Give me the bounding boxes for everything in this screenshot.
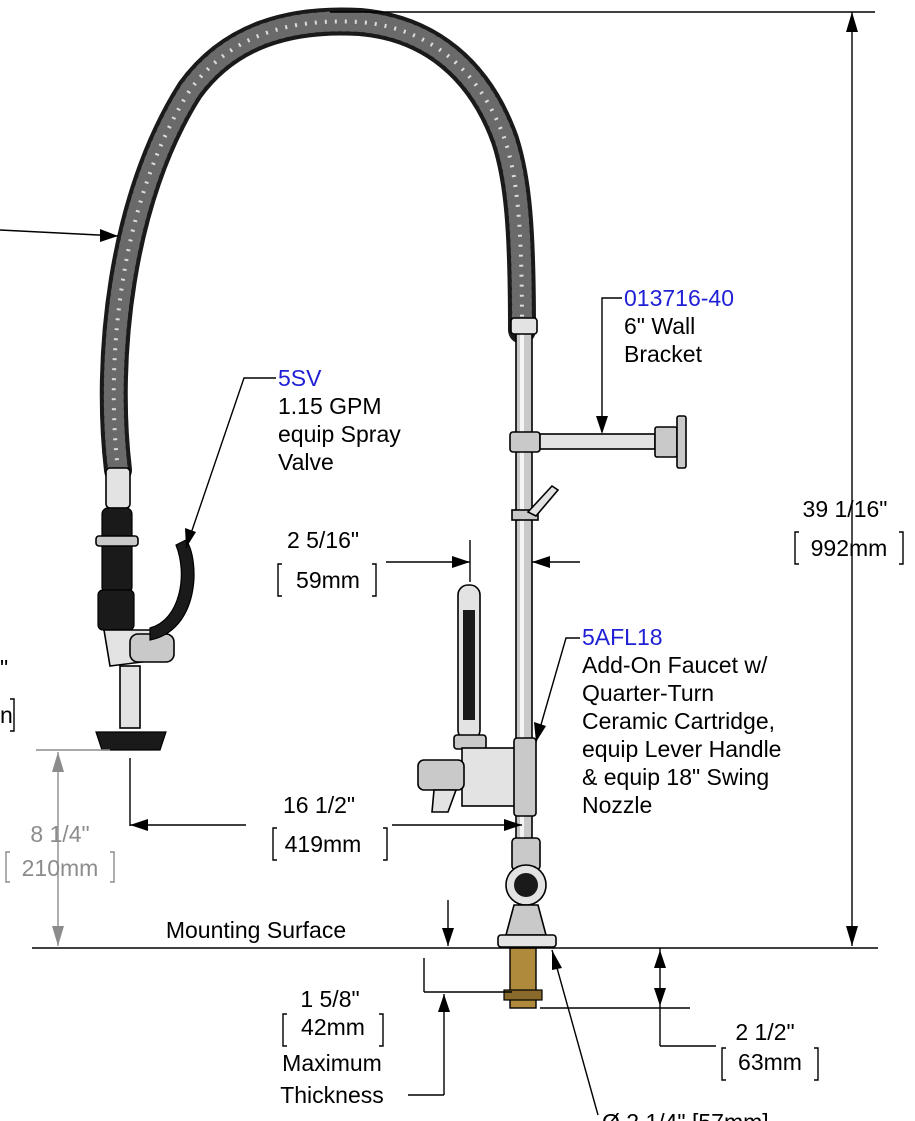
spray-valve-line-2: equip Spray — [278, 421, 401, 447]
max-thickness-line-1: Maximum — [282, 1050, 382, 1076]
leader-lines — [0, 229, 622, 743]
dim-overall-height: 39 1/16" 992mm — [794, 496, 904, 565]
faucet-line-5: & equip 18" Swing — [582, 764, 769, 790]
reach-metric: 419mm — [285, 831, 362, 857]
callout-013716-40: 013716-40 6" Wall Bracket — [624, 285, 734, 367]
partial-left-upper: " — [0, 655, 8, 681]
overall-height-metric: 992mm — [811, 535, 888, 561]
spray-valve-line-3: Valve — [278, 449, 334, 475]
faucet-line-3: Ceramic Cartridge, — [582, 708, 775, 734]
max-thickness-imperial: 1 5/8" — [300, 986, 359, 1012]
wall-bracket-line-1: 6" Wall — [624, 313, 695, 339]
faucet-line-6: Nozzle — [582, 792, 652, 818]
nozzle-offset-metric: 59mm — [296, 567, 360, 593]
dim-partial-left: " n — [0, 655, 15, 732]
shank-length-metric: 63mm — [738, 1049, 802, 1075]
dim-nozzle-offset: 2 5/16" 59mm — [277, 527, 377, 597]
dim-shank-length: 2 1/2" 63mm — [721, 1019, 819, 1081]
wall-bracket-line-2: Bracket — [624, 341, 703, 367]
faucet-line-4: equip Lever Handle — [582, 736, 781, 762]
nozzle-offset-imperial: 2 5/16" — [287, 527, 359, 553]
dim-max-thickness: 1 5/8" 42mm Maximum Thickness — [280, 986, 384, 1108]
add-on-faucet — [417, 584, 537, 817]
base-diameter-label: Ø 2 1/4" [57mm] — [602, 1109, 769, 1121]
spray-valve — [95, 467, 195, 751]
shank-length-imperial: 2 1/2" — [735, 1019, 794, 1045]
pre-rinse-hose — [99, 7, 536, 484]
faucet-line-1: Add-On Faucet w/ — [582, 652, 768, 678]
part-number-5afl18: 5AFL18 — [582, 624, 663, 650]
callout-5sv: 5SV 1.15 GPM equip Spray Valve — [278, 365, 401, 475]
dim-spray-height: 8 1/4" 210mm — [5, 821, 115, 883]
partial-left-lower: n — [0, 702, 13, 728]
mounting-surface-label: Mounting Surface — [166, 917, 346, 943]
max-thickness-metric: 42mm — [301, 1014, 365, 1040]
part-number-013716-40: 013716-40 — [624, 285, 734, 311]
dimension-lines — [32, 11, 878, 1116]
wall-bracket — [509, 415, 687, 469]
spray-height-metric: 210mm — [22, 855, 99, 881]
spray-height-imperial: 8 1/4" — [30, 821, 89, 847]
overall-height-imperial: 39 1/16" — [803, 496, 888, 522]
hose-clip — [511, 484, 560, 521]
max-thickness-line-2: Thickness — [280, 1082, 384, 1108]
faucet-base — [497, 837, 557, 1009]
dim-reach: 16 1/2" 419mm — [272, 792, 388, 861]
spray-valve-line-1: 1.15 GPM — [278, 393, 382, 419]
callout-5afl18: 5AFL18 Add-On Faucet w/ Quarter-Turn Cer… — [582, 624, 781, 818]
part-number-5sv: 5SV — [278, 365, 322, 391]
faucet-line-2: Quarter-Turn — [582, 680, 714, 706]
reach-imperial: 16 1/2" — [283, 792, 355, 818]
